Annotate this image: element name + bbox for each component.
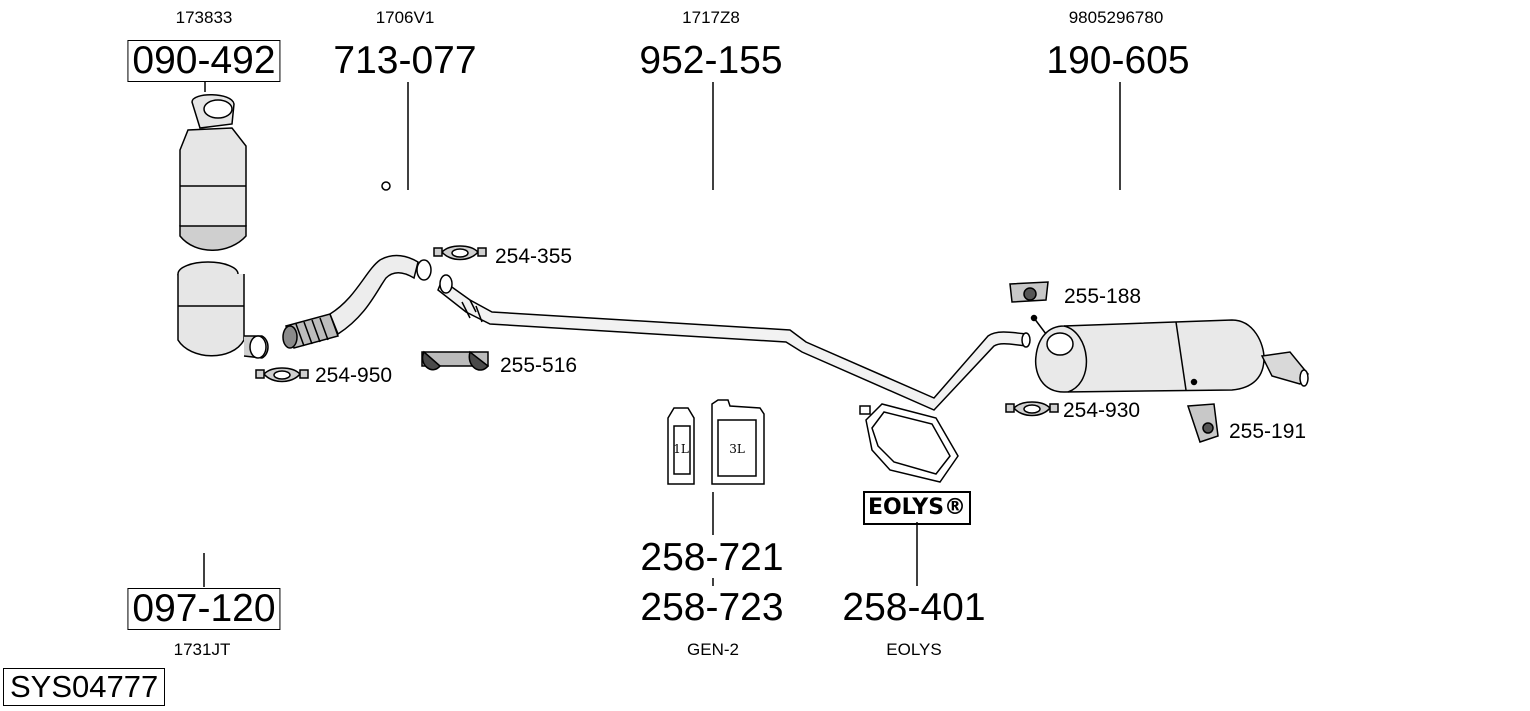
hanger-255-516	[421, 350, 490, 371]
hanger-255-191	[1186, 403, 1219, 443]
catalytic-converter-upper	[179, 94, 391, 251]
front-pipe	[329, 254, 432, 336]
part-number-097-120: 097-120	[127, 588, 281, 630]
oem-number-173833: 173833	[175, 8, 233, 27]
oem-number-1731JT: 1731JT	[173, 640, 231, 659]
catalytic-converter-lower	[177, 261, 269, 359]
middle-pipe	[437, 274, 1031, 411]
flex-pipe	[282, 313, 339, 349]
part-label-254-950: 254-950	[315, 364, 393, 387]
clamp-254-355	[433, 245, 487, 261]
part-number-190-605: 190-605	[1046, 39, 1190, 82]
part-number-713-077: 713-077	[333, 39, 477, 82]
system-code: SYS04777	[3, 668, 166, 706]
part-label-255-516: 255-516	[500, 354, 578, 377]
part-number-258-723: 258-723	[640, 586, 784, 629]
oem-number-GEN-2: GEN-2	[687, 640, 739, 659]
eolys-tank	[859, 403, 959, 483]
part-number-258-401: 258-401	[842, 586, 986, 629]
part-number-258-721: 258-721	[640, 536, 784, 579]
clamp-254-930	[1005, 401, 1059, 417]
oem-number-1706V1: 1706V1	[375, 8, 435, 27]
eolys-logo: EOLYS®	[863, 491, 971, 525]
canister-3l	[711, 399, 765, 485]
part-label-255-191: 255-191	[1229, 420, 1307, 443]
oem-number-9805296780: 9805296780	[1068, 8, 1164, 27]
canister-1l-label: 1L	[673, 442, 689, 456]
rear-silencer	[1030, 314, 1309, 393]
part-number-952-155: 952-155	[639, 39, 783, 82]
part-label-255-188: 255-188	[1064, 285, 1142, 308]
part-label-254-930: 254-930	[1063, 399, 1141, 422]
canister-1l	[667, 407, 695, 485]
part-label-254-355: 254-355	[495, 245, 573, 268]
hanger-255-188	[1009, 281, 1049, 303]
oem-number-EOLYS: EOLYS	[886, 640, 942, 659]
canister-3l-label: 3L	[729, 442, 745, 456]
part-number-090-492: 090-492	[127, 40, 281, 82]
clamp-254-950	[255, 367, 309, 383]
oem-number-1717Z8: 1717Z8	[682, 8, 740, 27]
